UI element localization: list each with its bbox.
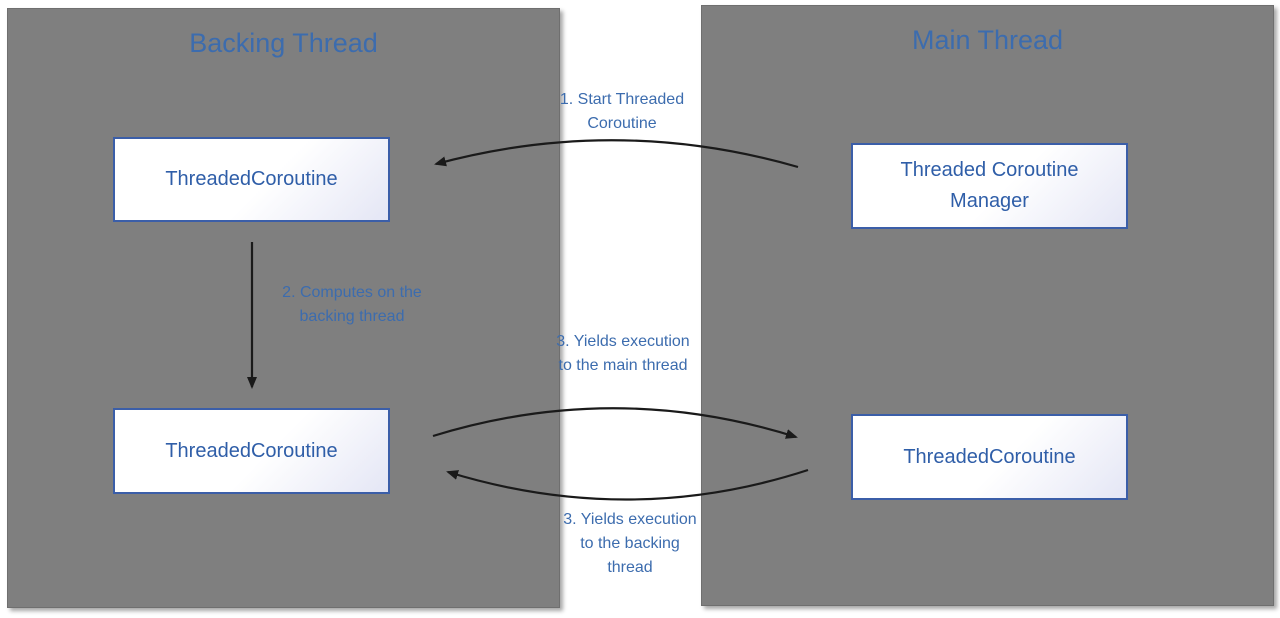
node-label: ThreadedCoroutine — [165, 168, 338, 190]
node-label: ThreadedCoroutine — [165, 439, 338, 462]
label-computes-on-backing-thread: 2. Computes on the backing thread — [282, 284, 422, 325]
threaded-coroutine-manager: Threaded Coroutine Manager — [851, 143, 1128, 229]
arrow-yield-to-backing — [446, 468, 809, 501]
arrow-yield-to-main — [432, 407, 798, 439]
arrow-start-coroutine — [434, 139, 799, 169]
backing-threaded-coroutine-top: ThreadedCoroutine — [113, 137, 390, 222]
label-start-threaded-coroutine: 1. Start Threaded Coroutine — [559, 91, 685, 132]
node-label: Threaded Coroutine Manager — [900, 159, 1079, 212]
label-yields-to-main-thread: 3. Yields execution to the main thread — [556, 333, 690, 374]
main-thread-title: Main Thread — [911, 25, 1064, 55]
main-threaded-coroutine: ThreadedCoroutine — [851, 414, 1128, 500]
backing-threaded-coroutine-bottom: ThreadedCoroutine — [113, 408, 390, 494]
backing-thread-title: Backing Thread — [189, 28, 378, 58]
label-yields-to-backing-thread: 3. Yields execution to the backing threa… — [563, 511, 697, 576]
backing-thread-panel: Backing Thread — [7, 8, 560, 608]
main-thread-panel: Main Thread — [701, 5, 1274, 606]
node-label: ThreadedCoroutine — [903, 445, 1076, 468]
